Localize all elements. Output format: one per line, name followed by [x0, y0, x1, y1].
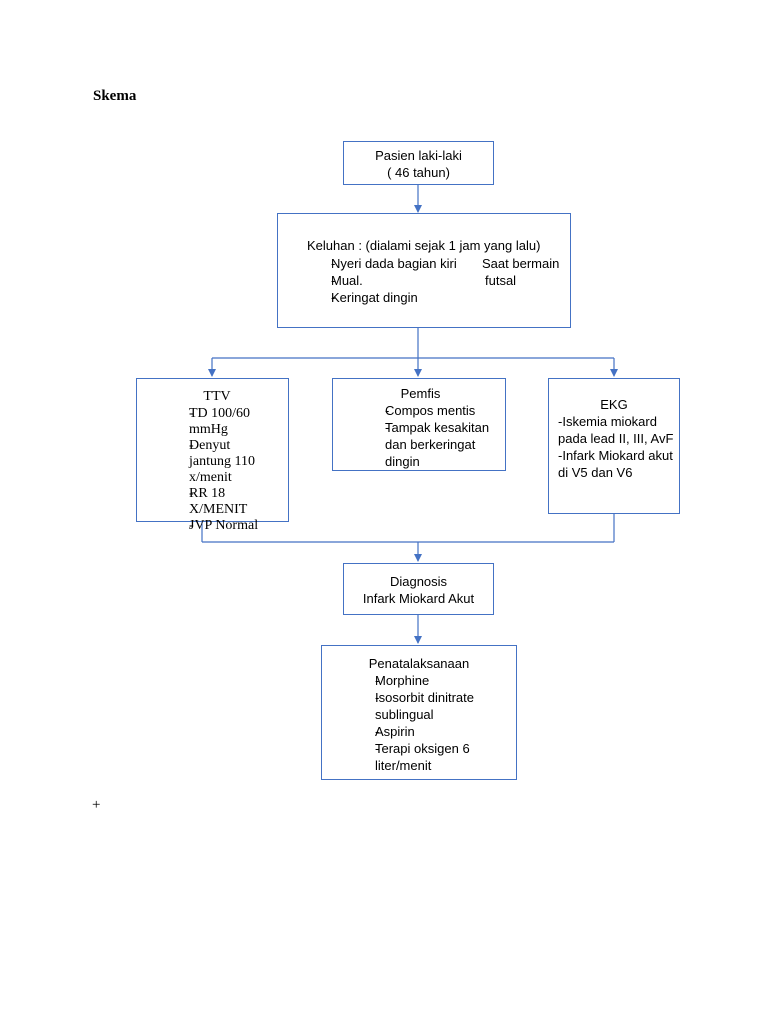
treatment-item: Terapi oksigen 6 liter/menit: [349, 740, 499, 774]
pemfis-heading: Pemfis: [400, 386, 441, 401]
patient-line2: ( 46 tahun): [387, 165, 450, 180]
footer-plus-symbol: +: [92, 797, 101, 813]
ttv-item: Denyut jantung 110 x/menit: [167, 438, 267, 486]
ttv-list: TD 100/60 mmHg Denyut jantung 110 x/meni…: [167, 406, 267, 534]
treatment-box: Penatalaksanaan Morphine Isosorbit dinit…: [321, 645, 517, 780]
pemfis-box: Pemfis Compos mentis Tampak kesakitan da…: [332, 378, 506, 471]
ttv-box: TTV TD 100/60 mmHg Denyut jantung 110 x/…: [136, 378, 289, 534]
treatment-item: Isosorbit dinitrate sublingual: [349, 689, 499, 723]
pemfis-list: Compos mentis Tampak kesakitan dan berke…: [363, 402, 493, 470]
ttv-item: RR 18 X/MENIT: [167, 486, 267, 518]
complaints-note-line1: Saat bermain: [482, 256, 560, 271]
treatment-item: Aspirin: [349, 723, 499, 740]
complaints-box: Keluhan : (dialami sejak 1 jam yang lalu…: [277, 213, 571, 328]
ekg-box: EKG -Iskemia miokard pada lead II, III, …: [548, 378, 680, 514]
complaint-item: Mual.: [309, 272, 479, 289]
pemfis-item: Tampak kesakitan dan berkeringat dingin: [363, 419, 493, 470]
ttv-heading: TTV: [203, 389, 231, 404]
complaints-note-line2: futsal: [485, 273, 517, 288]
pemfis-item: Compos mentis: [363, 402, 493, 419]
patient-line1: Pasien laki-laki: [375, 148, 462, 163]
patient-box: Pasien laki-laki ( 46 tahun): [343, 141, 494, 185]
treatment-heading: Penatalaksanaan: [368, 656, 470, 671]
diagnosis-label: Diagnosis: [389, 574, 448, 589]
complaint-item: Nyeri dada bagian kiri: [309, 255, 479, 272]
ttv-item: TD 100/60 mmHg: [167, 406, 267, 438]
diagnosis-value: Infark Miokard Akut: [362, 591, 475, 606]
complaints-list: Nyeri dada bagian kiri Mual. Keringat di…: [309, 255, 479, 306]
page-title: Skema: [93, 88, 137, 104]
complaint-item: Keringat dingin: [309, 289, 479, 306]
complaints-heading: Keluhan : (dialami sejak 1 jam yang lalu…: [307, 238, 541, 253]
ekg-finding-ischemia: -Iskemia miokard pada lead II, III, AvF: [558, 414, 674, 446]
ttv-item: JVP Normal: [167, 518, 267, 534]
ekg-heading: EKG: [600, 397, 628, 412]
ekg-finding-infarct: -Infark Miokard akut di V5 dan V6: [558, 448, 673, 480]
treatment-item: Morphine: [349, 672, 499, 689]
treatment-list: Morphine Isosorbit dinitrate sublingual …: [349, 672, 499, 774]
diagnosis-box: Diagnosis Infark Miokard Akut: [343, 563, 494, 615]
